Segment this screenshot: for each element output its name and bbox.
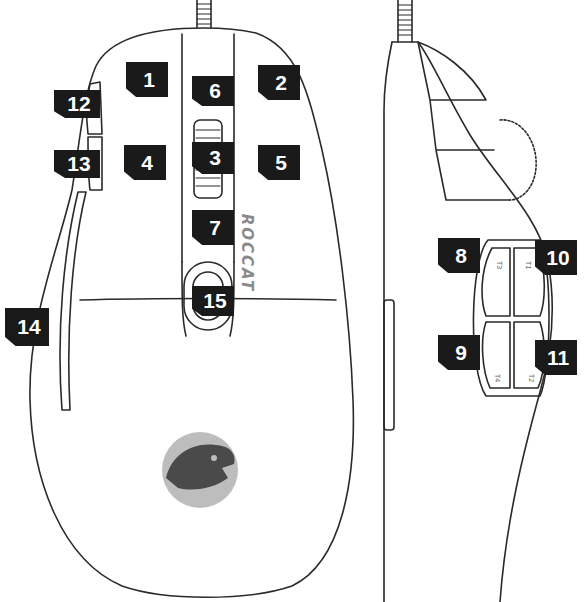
- cable: [197, 0, 211, 28]
- callout-number: 6: [192, 76, 234, 106]
- button-split: [182, 34, 234, 262]
- callout-number: 12: [54, 90, 100, 118]
- callout-number: 3: [192, 142, 234, 174]
- button-label: T1: [524, 255, 534, 275]
- button-label: T3: [495, 255, 505, 275]
- callout-number: 4: [124, 145, 166, 180]
- thumb-strip: [60, 192, 86, 410]
- callout-number: 2: [258, 65, 300, 100]
- callout-number: 9: [438, 335, 480, 370]
- brand-logo-text: ROCCAT: [237, 203, 257, 303]
- thumb-strip-side: [384, 300, 394, 430]
- callout-number: 14: [5, 308, 49, 346]
- wheel-outline-side: [500, 120, 536, 200]
- callout-number: 15: [192, 286, 234, 316]
- button-label: T4: [493, 368, 503, 388]
- callout-number: 1: [126, 62, 168, 97]
- button-label: T2: [527, 368, 537, 388]
- mouse-body-top: [30, 28, 353, 597]
- callout-number: 7: [192, 210, 234, 245]
- center-column: [182, 262, 234, 336]
- callout-number: 11: [535, 340, 577, 375]
- callout-number: 5: [258, 145, 300, 180]
- cable-side: [398, 0, 412, 42]
- callout-number: 8: [438, 238, 480, 273]
- callout-number: 10: [535, 240, 577, 275]
- top-buttons-side: [418, 42, 510, 200]
- mouse-body-side: [392, 42, 552, 602]
- callout-number: 13: [54, 150, 100, 178]
- mouse-body-side-left: [384, 42, 392, 602]
- brand-logo: [162, 432, 238, 508]
